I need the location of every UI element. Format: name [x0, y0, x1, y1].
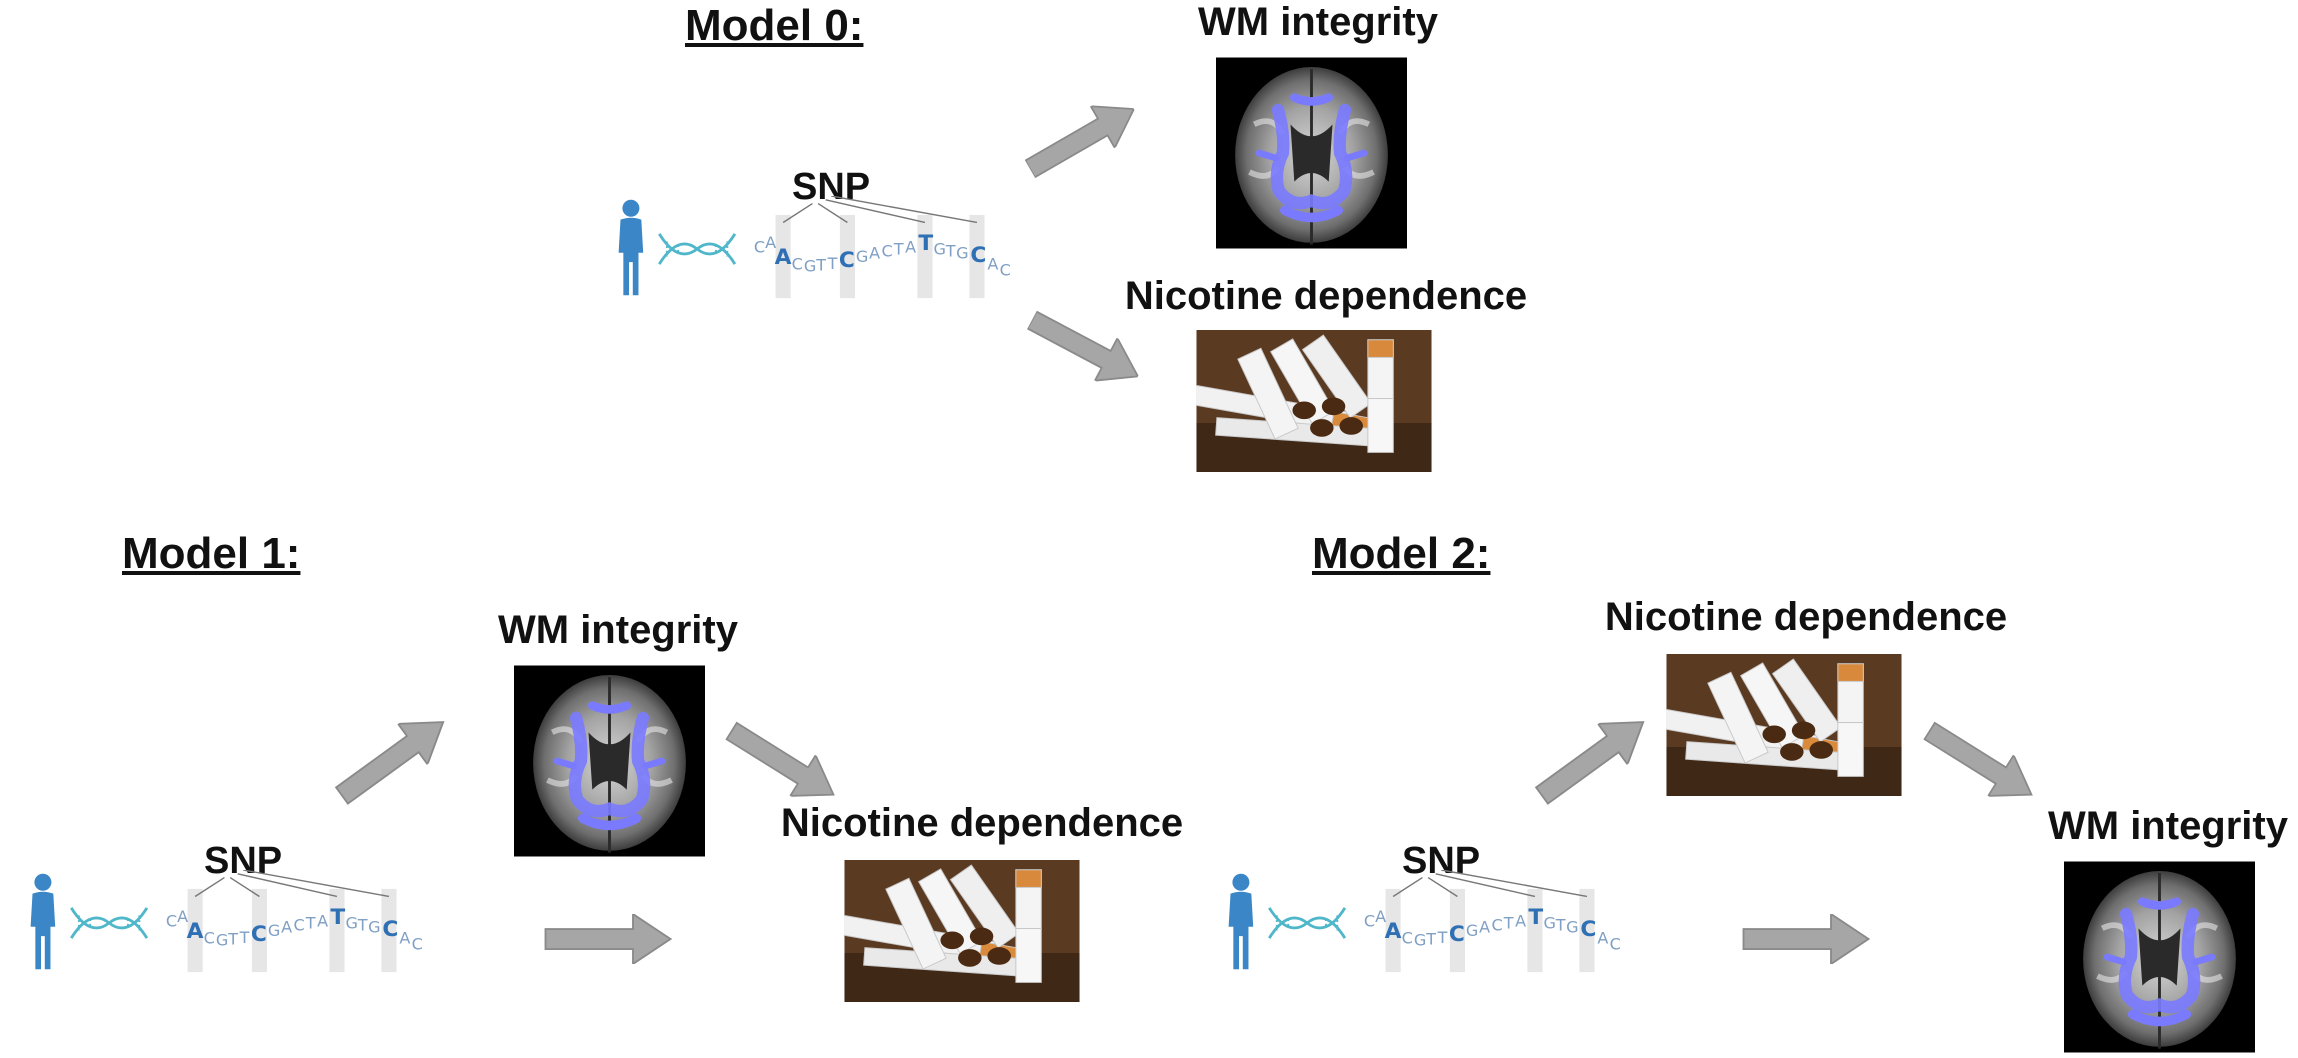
- model-1-wm-label: WM integrity: [498, 608, 738, 652]
- model-2-cigarettes-image: [1666, 654, 1902, 796]
- model-2-nicotine-label: Nicotine dependence: [1604, 595, 2008, 639]
- model-0-snp-label: SNP: [792, 166, 871, 208]
- model-1-nicotine-label: Nicotine dependence: [780, 801, 1184, 845]
- model-1-cigarettes-image: [844, 860, 1080, 1002]
- model-0-nicotine-label: Nicotine dependence: [1124, 274, 1528, 318]
- model-2-wm-label: WM integrity: [2048, 804, 2288, 848]
- model-1-arrow-snp-to-nicotine: [468, 914, 748, 964]
- model-0-wm-label: WM integrity: [1198, 0, 1438, 44]
- model-0-brain-image: [1216, 56, 1407, 250]
- model-1-snp-label: SNP: [204, 840, 283, 882]
- model-0-cigarettes-image: [1196, 330, 1432, 472]
- model-2-arrow-nicotine-to-wm: [1915, 710, 2046, 816]
- model-2-arrow-snp-to-nicotine: [1525, 700, 1660, 817]
- model-2-dna-graphic: [1220, 870, 1640, 974]
- model-0-title: Model 0:: [685, 1, 864, 50]
- model-0-arrow-to-wm: [1018, 88, 1146, 190]
- model-2-snp-label: SNP: [1402, 840, 1481, 882]
- model-1-brain-image: [514, 664, 705, 858]
- model-1-dna-graphic: [22, 870, 442, 974]
- model-2-arrow-snp-to-wm: [1666, 914, 1946, 964]
- model-0-dna-graphic: [610, 196, 1030, 300]
- model-1-title: Model 1:: [122, 529, 301, 578]
- model-2-brain-image: [2064, 860, 2255, 1054]
- model-1-arrow-snp-to-wm: [325, 700, 460, 817]
- model-2-title: Model 2:: [1312, 529, 1491, 578]
